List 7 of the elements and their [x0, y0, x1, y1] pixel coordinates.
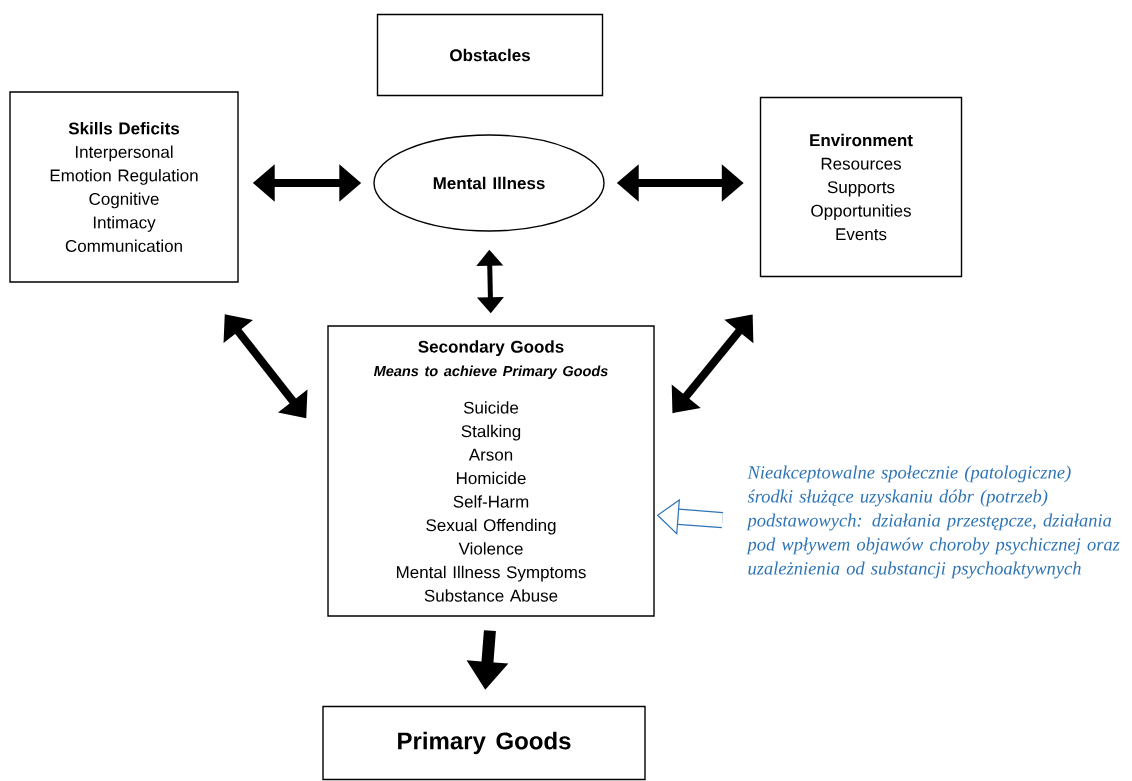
process-box: Skills Deficits Interpersonal Emotion Regulation Cognitive Intimacy Communication	[9, 91, 239, 283]
process-box: Secondary Goods Means to achieve Primary Goods Suicide Stalking Arson Homicide Self-Harm Sexual Offending Violence Mental Illness Symptoms Substance Abuse	[327, 325, 655, 617]
process-box: Environment Resources Supports Opportunities Events	[759, 96, 963, 278]
oval-node: Mental Illness	[373, 134, 605, 232]
process-box: Obstacles	[376, 13, 604, 97]
annotation-text: Nieakceptowalne społecznie (patologiczne) środki służące uzyskaniu dóbr (potrzeb) podstawowych: działania przestępcze, działania pod wpływem objawów choroby psychicznej oraz uzależnienia od substancji psychoaktywnych	[746, 465, 1120, 579]
process-box: Primary Goods	[322, 705, 646, 781]
